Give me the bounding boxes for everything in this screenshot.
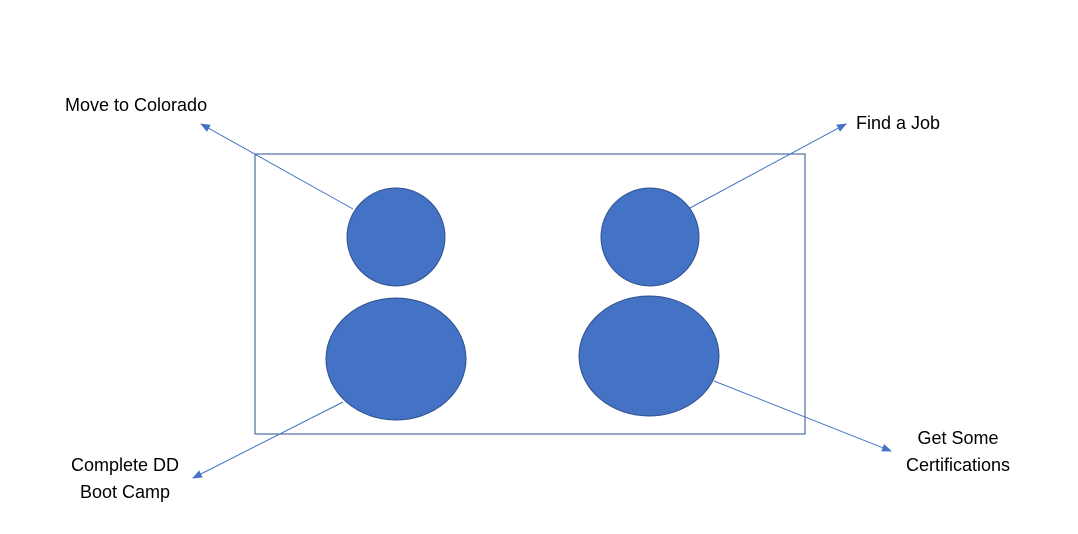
- head-circle-left: [346, 187, 446, 287]
- label-get-some-certifications: Get Some Certifications: [894, 425, 1022, 479]
- label-complete-dd-line-2: Boot Camp: [79, 482, 171, 502]
- label-complete-dd-boot-camp: Complete DD Boot Camp: [62, 452, 188, 506]
- label-find-a-job: Find a Job: [856, 113, 941, 133]
- arrow-to-get-some-certifications: [713, 380, 892, 452]
- arrow-to-find-a-job: [689, 123, 847, 209]
- label-get-some-line-1: Get Some: [917, 428, 999, 448]
- label-complete-dd-line-1: Complete DD: [70, 455, 180, 475]
- frame-rectangle: [254, 153, 806, 435]
- label-move-to-colorado: Move to Colorado: [65, 95, 208, 115]
- arrow-to-move-to-colorado: [200, 123, 354, 210]
- arrow-to-complete-dd-boot-camp: [192, 401, 344, 479]
- label-get-some-line-2: Certifications: [905, 455, 1011, 475]
- head-circle-right: [600, 187, 700, 287]
- body-ellipse-right: [578, 295, 720, 417]
- body-ellipse-left: [325, 297, 467, 421]
